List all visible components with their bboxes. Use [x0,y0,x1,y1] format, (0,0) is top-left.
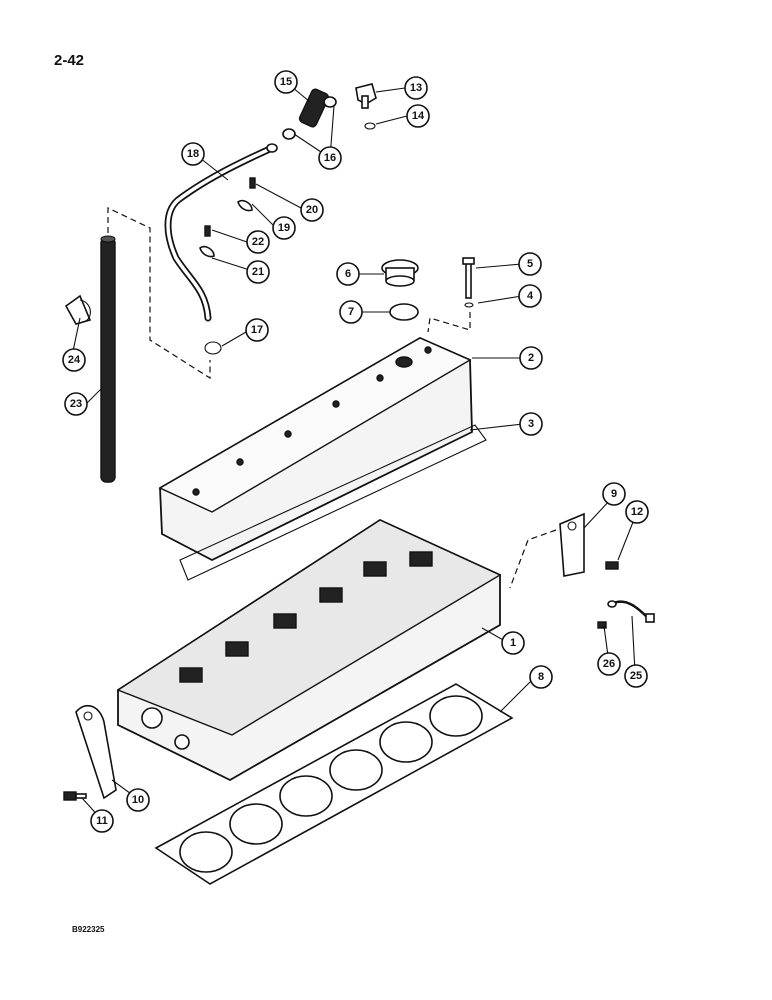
callout-16: 16 [318,146,342,170]
callout-21: 21 [246,260,270,284]
callout-11: 11 [90,809,114,833]
callout-label: 1 [510,637,516,649]
callout-label: 7 [348,306,354,318]
filler-seal [389,303,419,321]
callout-label: 24 [68,354,81,366]
callout-label: 23 [70,398,82,410]
callout-label: 10 [132,794,144,806]
callout-25: 25 [624,664,648,688]
callout-14: 14 [406,104,430,128]
callout-label: 16 [324,152,336,164]
breather-tube [164,143,278,322]
callout-label: 26 [603,658,615,670]
callout-9: 9 [602,482,626,506]
callout-label: 12 [631,506,643,518]
clamp-hardware [199,177,256,258]
callout-4: 4 [518,284,542,308]
callout-label: 3 [528,418,534,430]
callout-12: 12 [625,500,649,524]
callout-23: 23 [64,392,88,416]
lifting-brackets [75,512,619,800]
callout-label: 6 [345,268,351,280]
dipstick-tube [100,207,211,483]
callout-label: 8 [538,671,544,683]
cover-bolt [427,257,475,333]
callout-label: 2 [528,352,534,364]
callout-22: 22 [246,230,270,254]
callout-label: 4 [527,290,534,302]
callout-24: 24 [62,348,86,372]
hose-clamp-lower [204,341,222,355]
callout-label: 20 [306,204,318,216]
callout-label: 17 [251,324,263,336]
drawing-code: B922325 [72,925,105,934]
callout-label: 11 [96,815,108,827]
valve-cover [158,336,473,562]
page-number: 2-42 [54,52,85,69]
tube-clip [64,294,92,325]
head-gasket [154,683,514,885]
cylinder-head [116,518,502,782]
breather-fittings [282,83,377,140]
callout-label: 21 [252,266,264,278]
callout-label: 22 [252,236,264,248]
callout-label: 18 [187,148,199,160]
callout-10: 10 [126,788,150,812]
callout-1: 1 [501,631,525,655]
callout-8: 8 [529,665,553,689]
callout-2: 2 [519,346,543,370]
callout-15: 15 [274,70,298,94]
callout-19: 19 [272,216,296,240]
callout-5: 5 [518,252,542,276]
oil-filler-cap [381,259,419,287]
callout-label: 13 [410,82,422,94]
callout-26: 26 [597,652,621,676]
callout-20: 20 [300,198,324,222]
callout-label: 5 [527,258,533,270]
callout-13: 13 [404,76,428,100]
callout-label: 9 [611,488,617,500]
callout-label: 14 [412,110,425,122]
bracket-bolt [63,791,87,801]
callout-17: 17 [245,318,269,342]
callout-18: 18 [181,142,205,166]
callout-3: 3 [519,412,543,436]
callout-7: 7 [339,300,363,324]
callout-6: 6 [336,262,360,286]
callout-label: 15 [280,76,292,88]
callout-label: 19 [278,222,290,234]
fuel-line [597,600,655,629]
cover-gasket [179,424,487,581]
callout-label: 25 [630,670,642,682]
